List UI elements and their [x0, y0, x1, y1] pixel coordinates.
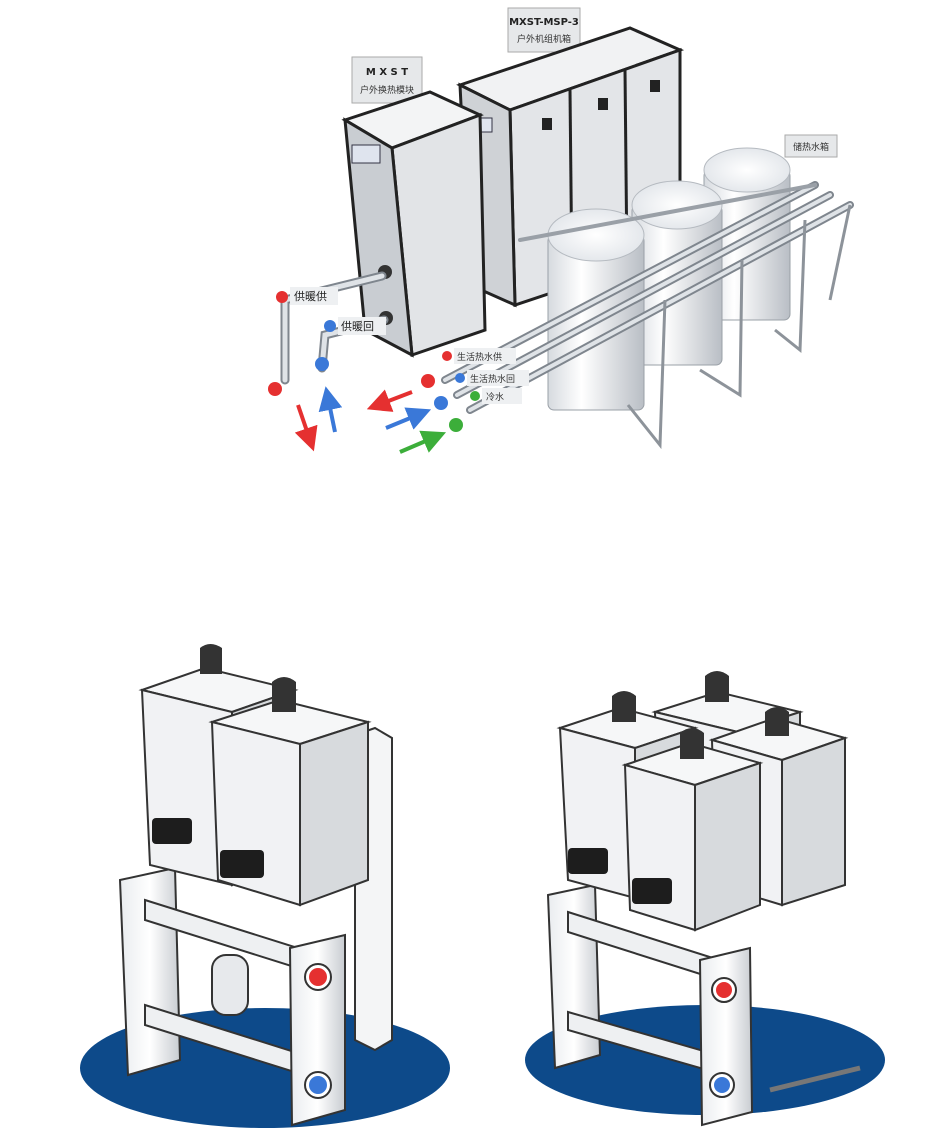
flow-dot-red [268, 382, 282, 396]
module-badge [351, 144, 381, 164]
storage-tank [631, 180, 723, 366]
flue-pipe [200, 644, 222, 674]
arrow-heating-return [318, 386, 343, 433]
cold-water-label: 冷水 [486, 391, 504, 403]
arrow-cold-water [399, 430, 447, 454]
pipe-label-dhw-return: 生活热水回 [455, 370, 529, 386]
pipe-label-cold-water: 冷水 [470, 388, 522, 404]
cold-inlet-icon [309, 1076, 327, 1094]
storage-tank [547, 208, 645, 411]
flue-pipe [612, 691, 636, 722]
control-panel [220, 850, 264, 878]
water-pipes [441, 181, 854, 414]
unit-tag-2-line1: MXST-MSP-3 [509, 17, 579, 28]
dhw-supply-label: 生活热水供 [457, 351, 502, 363]
flow-dot-green [449, 418, 463, 432]
tank-tag: 储热水箱 [784, 134, 838, 158]
flow-dot-blue [315, 357, 329, 371]
flue-pipe [680, 728, 704, 759]
pipe-label-heating-return: 供暖回 [324, 317, 386, 335]
cabinet-handle [598, 98, 608, 110]
flue-pipe [765, 707, 789, 736]
unit-tag-2-line2: 户外机组机箱 [517, 33, 571, 45]
two-boiler-cascade [80, 644, 450, 1128]
unit-tag-1-line2: 户外换热模块 [360, 84, 414, 96]
unit-tag-outdoor-cabinet: MXST-MSP-3 户外机组机箱 [507, 7, 581, 53]
pipe-label-dhw-supply: 生活热水供 [442, 348, 516, 364]
arrow-dhw-supply [366, 389, 413, 412]
unit-tag-heat-exchange-module: M X S T 户外换热模块 [351, 56, 423, 104]
arrow-dhw-return [385, 407, 432, 430]
flue-pipe [705, 671, 729, 702]
flue-pipe [272, 677, 296, 712]
heat-exchange-module [341, 90, 487, 358]
control-panel [632, 878, 672, 904]
hot-outlet-icon [309, 968, 327, 986]
arrow-heating-supply [294, 404, 318, 452]
boiler-unit [621, 728, 764, 932]
cabinet-handle [650, 80, 660, 92]
tank-tag-label: 储热水箱 [793, 141, 829, 153]
heating-return-label: 供暖回 [341, 319, 374, 333]
cold-inlet-icon [714, 1077, 730, 1093]
dhw-return-label: 生活热水回 [470, 373, 515, 385]
unit-tag-1-line1: M X S T [366, 67, 408, 78]
hot-outlet-icon [716, 982, 732, 998]
heating-supply-label: 供暖供 [294, 289, 327, 303]
cabinet-handle [542, 118, 552, 130]
pipe-label-heating-supply: 供暖供 [276, 287, 338, 305]
flow-dot-blue [434, 396, 448, 410]
flow-dot-red [421, 374, 435, 388]
control-panel [568, 848, 608, 874]
boiler-unit [208, 677, 372, 907]
pipe-supports [626, 204, 852, 450]
four-boiler-cascade [525, 671, 885, 1127]
rail [769, 1065, 861, 1093]
top-system-diagram: M X S T 户外换热模块 MXST-MSP-3 户外机组机箱 [268, 7, 854, 454]
control-panel [152, 818, 192, 844]
